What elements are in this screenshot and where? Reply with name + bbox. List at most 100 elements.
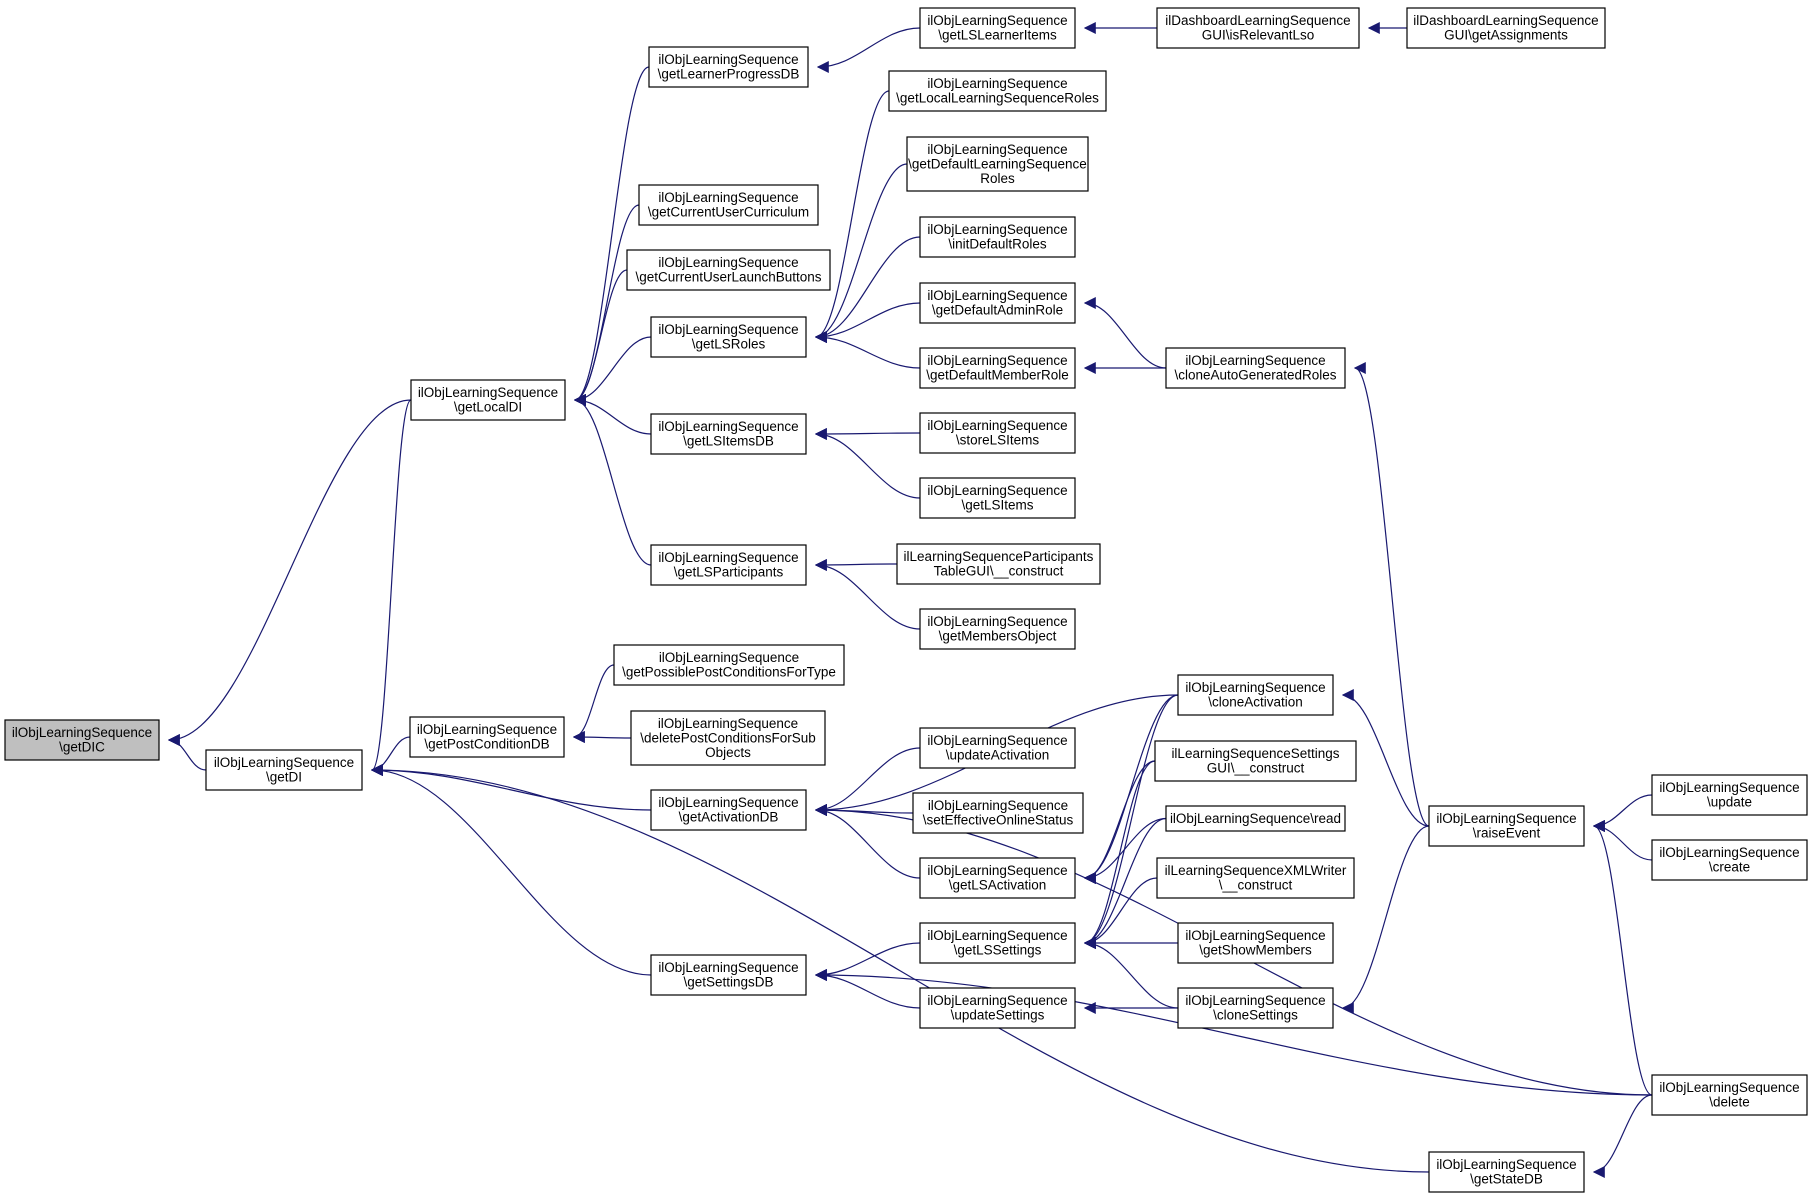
node-deletePostConditionsForSubObjects[interactable]: ilObjLearningSequence\deletePostConditio… [630,710,826,766]
node-label-line: \delete [1709,1095,1750,1110]
node-box [919,216,1076,258]
node-box [1651,839,1808,881]
edge-line [1592,1094,1653,1178]
node-getStateDB[interactable]: ilObjLearningSequence\getStateDB [1428,1151,1585,1193]
node-label-line: ilObjLearningSequence [1185,353,1325,368]
edge-getDI-getSettingsDB [370,764,652,976]
node-getDefaultMemberRole[interactable]: ilObjLearningSequence\getDefaultMemberRo… [919,347,1076,389]
node-label-line: \getLSSettings [954,943,1042,958]
node-create[interactable]: ilObjLearningSequence\create [1651,839,1808,881]
edge-getLearnerProgressDB-getLSLearnerItems [816,27,921,73]
node-getLocalLearningSequenceRoles[interactable]: ilObjLearningSequence\getLocalLearningSe… [888,70,1107,112]
node-box [1428,805,1585,847]
node-label-line: GUI\isRelevantLso [1202,28,1315,43]
node-getMembersObject[interactable]: ilObjLearningSequence\getMembersObject [919,608,1076,650]
edge-line [814,559,921,630]
edge-line [573,394,652,566]
node-box [919,7,1076,49]
node-getLSSettings[interactable]: ilObjLearningSequence\getLSSettings [919,922,1076,964]
node-getPostConditionDB[interactable]: ilObjLearningSequence\getPostConditionDB [409,716,565,758]
node-getDI[interactable]: ilObjLearningSequence\getDI [205,749,363,791]
node-box [650,413,807,455]
node-getCurrentUserCurriculum[interactable]: ilObjLearningSequence\getCurrentUserCurr… [638,184,819,226]
node-getPossiblePostConditionsForType[interactable]: ilObjLearningSequence\getPossiblePostCon… [613,644,845,686]
edge-line [814,804,921,879]
node-getLSActivation[interactable]: ilObjLearningSequence\getLSActivation [919,857,1076,899]
node-label-line: ilObjLearningSequence [1436,811,1576,826]
node-getDefaultLearningSequenceRoles[interactable]: ilObjLearningSequence\getDefaultLearning… [906,136,1089,192]
node-getActivationDB[interactable]: ilObjLearningSequence\getActivationDB [650,789,807,831]
node-update[interactable]: ilObjLearningSequence\update [1651,774,1808,816]
edge-getLSActivation-settingsGUIConstruct [1083,760,1156,884]
node-label-line: ilObjLearningSequence [214,755,354,770]
edge-getDI-getLocalDI [370,399,412,776]
node-box [613,644,845,686]
node-label-line: ilObjLearningSequence [927,222,1067,237]
node-cloneAutoGeneratedRoles[interactable]: ilObjLearningSequence\cloneAutoGenerated… [1165,347,1346,389]
node-getLocalDI[interactable]: ilObjLearningSequence\getLocalDI [410,379,566,421]
node-getLSLearnerItems[interactable]: ilObjLearningSequence\getLSLearnerItems [919,7,1076,49]
node-label-line: \getLSItemsDB [683,434,774,449]
node-label-line: \getDefaultMemberRole [926,368,1069,383]
node-updateActivation[interactable]: ilObjLearningSequence\updateActivation [919,727,1076,769]
node-getLSRoles[interactable]: ilObjLearningSequence\getLSRoles [650,316,807,358]
edge-line [814,747,921,816]
node-label-line: \getPossiblePostConditionsForType [622,665,836,680]
node-box [650,954,807,996]
node-cloneActivation[interactable]: ilObjLearningSequence\cloneActivation [1177,674,1334,716]
node-getLearnerProgressDB[interactable]: ilObjLearningSequence\getLearnerProgress… [648,46,809,88]
edge-getLSRoles-getDefaultMemberRole [814,331,921,369]
edge-line [814,969,1653,1096]
node-getDefaultAdminRole[interactable]: ilObjLearningSequence\getDefaultAdminRol… [919,282,1076,324]
node-label-line: \cloneActivation [1208,695,1303,710]
node-participantsTableGUIConstruct[interactable]: ilLearningSequenceParticipantsTableGUI\_… [896,543,1101,585]
node-getSettingsDB[interactable]: ilObjLearningSequence\getSettingsDB [650,954,807,996]
node-box [919,987,1076,1029]
node-setEffectiveOnlineStatus[interactable]: ilObjLearningSequence\setEffectiveOnline… [912,792,1084,834]
node-label-line: \create [1709,860,1750,875]
node-label-line: \getPostConditionDB [424,737,549,752]
node-label-line: \getCurrentUserCurriculum [648,205,809,220]
edge-getLSItemsDB-getLSItems [814,428,921,499]
node-isRelevantLso[interactable]: ilDashboardLearningSequenceGUI\isRelevan… [1156,7,1360,49]
node-read[interactable]: ilObjLearningSequence\read [1165,805,1346,832]
node-box [638,184,819,226]
node-box [630,710,826,766]
node-label-line: \setEffectiveOnlineStatus [923,813,1074,828]
node-label-line: ilObjLearningSequence [927,614,1067,629]
node-storeLSItems[interactable]: ilObjLearningSequence\storeLSItems [919,412,1076,454]
node-initDefaultRoles[interactable]: ilObjLearningSequence\initDefaultRoles [919,216,1076,258]
node-xmlWriterConstruct[interactable]: ilLearningSequenceXMLWriter\__construct [1156,857,1355,899]
node-label-line: ilObjLearningSequence [927,76,1067,91]
edge-getLocalDI-getLSParticipants [573,394,652,566]
node-cloneSettings[interactable]: ilObjLearningSequence\cloneSettings [1177,987,1334,1029]
edge-getLocalDI-getCurrentUserCurriculum [573,204,640,406]
node-getDIC[interactable]: ilObjLearningSequence\getDIC [4,719,160,761]
node-box [650,789,807,831]
node-getCurrentUserLaunchButtons[interactable]: ilObjLearningSequence\getCurrentUserLaun… [626,249,831,291]
node-label-line: ilObjLearningSequence [658,795,798,810]
node-getAssignments[interactable]: ilDashboardLearningSequenceGUI\getAssign… [1406,7,1606,49]
node-label-line: \getShowMembers [1199,943,1312,958]
node-label-line: ilObjLearningSequence [658,550,798,565]
edge-getLocalDI-getLSItemsDB [573,394,652,435]
edge-line [1083,760,1156,884]
node-getLSItemsDB[interactable]: ilObjLearningSequence\getLSItemsDB [650,413,807,455]
node-label-line: \cloneAutoGeneratedRoles [1174,368,1336,383]
node-getShowMembers[interactable]: ilObjLearningSequence\getShowMembers [1177,922,1334,964]
node-getLSParticipants[interactable]: ilObjLearningSequence\getLSParticipants [650,544,807,586]
edge-line [814,90,890,343]
node-getLSItems[interactable]: ilObjLearningSequence\getLSItems [919,477,1076,519]
edge-line [1083,817,1167,884]
node-settingsGUIConstruct[interactable]: ilLearningSequenceSettingsGUI\__construc… [1154,740,1357,782]
node-label-line: ilObjLearningSequence [1659,845,1799,860]
edge-line [370,764,652,811]
edge-getLSRoles-initDefaultRoles [814,236,921,343]
node-updateSettings[interactable]: ilObjLearningSequence\updateSettings [919,987,1076,1029]
edge-getSettingsDB-getLSSettings [814,942,921,981]
node-box [896,543,1101,585]
node-delete[interactable]: ilObjLearningSequence\delete [1651,1074,1808,1116]
edge-getSettingsDB-updateSettings [814,969,921,1009]
node-raiseEvent[interactable]: ilObjLearningSequence\raiseEvent [1428,805,1585,847]
node-label-line: ilObjLearningSequence [658,190,798,205]
